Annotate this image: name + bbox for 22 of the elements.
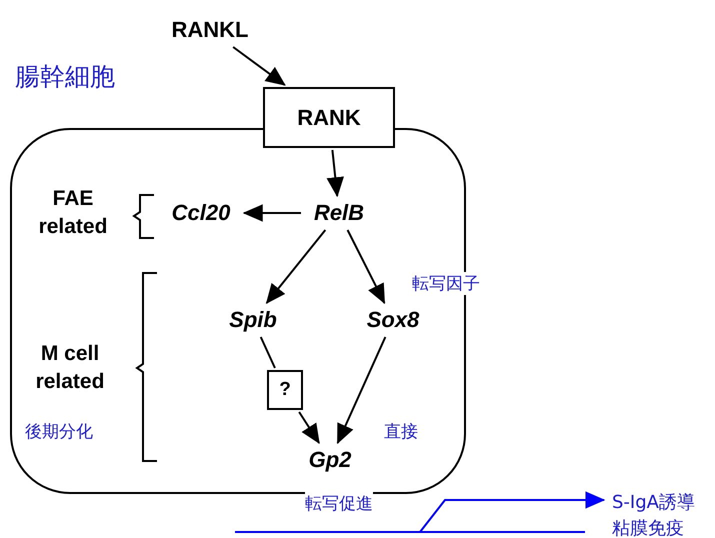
arrow — [419, 491, 606, 533]
arrow — [336, 336, 386, 444]
arrow — [232, 46, 286, 86]
unknown-factor-box: ? — [267, 370, 303, 410]
arrow — [346, 230, 386, 304]
annotation-text: 転写因子 — [412, 272, 480, 295]
gene-label: Sox8 — [355, 305, 431, 335]
gene-label: Gp2 — [300, 445, 360, 475]
arrow — [242, 204, 301, 222]
arrow — [298, 411, 320, 444]
ligand-label: RANKL — [155, 15, 265, 45]
gene-label: Spib — [222, 305, 284, 335]
outcome-text: S-IgA誘導 — [612, 491, 695, 514]
arrow — [266, 229, 326, 304]
cell-heading: 腸幹細胞 — [15, 61, 115, 93]
arrow — [326, 150, 344, 198]
outcome-text: 粘膜免疫 — [612, 517, 684, 538]
gene-label: Ccl20 — [160, 198, 242, 228]
receptor-box: RANK — [263, 87, 395, 148]
gene-label: RelB — [303, 198, 375, 228]
group-label: FAE related — [38, 186, 108, 240]
group-label: M cell related — [34, 341, 106, 396]
